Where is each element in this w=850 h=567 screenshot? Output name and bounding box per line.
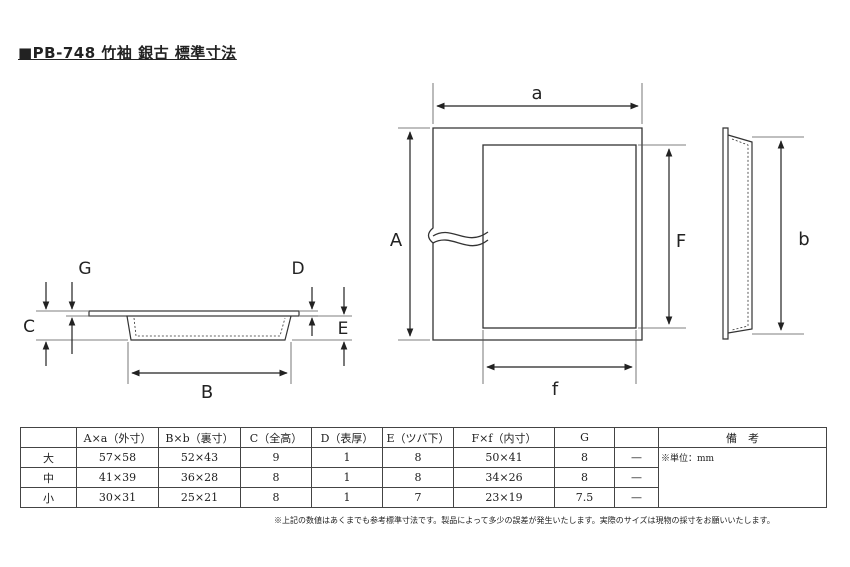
- cell-Ff: 23×19: [453, 487, 555, 508]
- table-row: 小 30×31 25×21 8 1 7 23×19 7.5 —: [20, 487, 827, 508]
- cell-G: 8: [554, 467, 615, 488]
- cell-D: 1: [311, 487, 383, 508]
- dim-G-label: G: [78, 259, 91, 279]
- cell-extra: —: [614, 487, 659, 508]
- cell-Aa: 57×58: [76, 447, 159, 468]
- size-cell: 小: [20, 487, 77, 508]
- footnote: ※上記の数値はあくまでも参考標準寸法です。製品によって多少の誤差が発生いたします…: [274, 516, 775, 525]
- dim-b-label: b: [798, 229, 809, 250]
- cell-G: 8: [554, 447, 615, 468]
- table-header: A×a（外寸）: [76, 427, 159, 448]
- table-header: [20, 427, 77, 448]
- size-cell: 大: [20, 447, 77, 468]
- dim-f-label: f: [552, 379, 559, 400]
- side-view: [722, 127, 753, 340]
- table-header-row: A×a（外寸） B×b（裏寸） C（全高） D（表厚） E（ツバ下） F×f（内…: [20, 427, 827, 448]
- cell-Bb: 52×43: [158, 447, 241, 468]
- table-header: G: [554, 427, 615, 448]
- table-row: 大 57×58 52×43 9 1 8 50×41 8 — ※単位：mm: [20, 447, 827, 508]
- cell-G: 7.5: [554, 487, 615, 508]
- cell-extra: —: [614, 447, 659, 468]
- cell-E: 7: [382, 487, 454, 508]
- table-header: E（ツバ下）: [382, 427, 454, 448]
- table-header: [614, 427, 659, 448]
- size-cell: 中: [20, 467, 77, 488]
- cell-Ff: 50×41: [453, 447, 555, 468]
- table-header: B×b（裏寸）: [158, 427, 241, 448]
- table-header: F×f（内寸）: [453, 427, 555, 448]
- front-view: [427, 127, 643, 341]
- cell-D: 1: [311, 467, 383, 488]
- dim-D-label: D: [291, 259, 304, 279]
- cell-Ff: 34×26: [453, 467, 555, 488]
- table-header: D（表厚）: [311, 427, 383, 448]
- cell-C: 9: [240, 447, 312, 468]
- dim-B-label: B: [201, 382, 213, 403]
- remark-cell: ※単位：mm: [658, 447, 827, 508]
- dim-C-label: C: [23, 317, 35, 337]
- dim-F-label: F: [676, 231, 686, 252]
- dim-E-label: E: [338, 319, 349, 339]
- cell-E: 8: [382, 447, 454, 468]
- dim-A-label: A: [390, 230, 403, 251]
- page-title: ■PB-748 竹袖 銀古 標準寸法: [18, 44, 237, 62]
- cell-C: 8: [240, 487, 312, 508]
- cell-Bb: 36×28: [158, 467, 241, 488]
- cell-extra: —: [614, 467, 659, 488]
- cross-section-view: [88, 310, 300, 341]
- cell-D: 1: [311, 447, 383, 468]
- cell-Bb: 25×21: [158, 487, 241, 508]
- cell-C: 8: [240, 467, 312, 488]
- table-header: C（全高）: [240, 427, 312, 448]
- cell-Aa: 30×31: [76, 487, 159, 508]
- cell-E: 8: [382, 467, 454, 488]
- dim-a-label: a: [531, 83, 542, 104]
- dimension-table: A×a（外寸） B×b（裏寸） C（全高） D（表厚） E（ツバ下） F×f（内…: [20, 427, 827, 508]
- cell-Aa: 41×39: [76, 467, 159, 488]
- table-row: 中 41×39 36×28 8 1 8 34×26 8 —: [20, 467, 827, 488]
- table-header: 備 考: [658, 427, 827, 448]
